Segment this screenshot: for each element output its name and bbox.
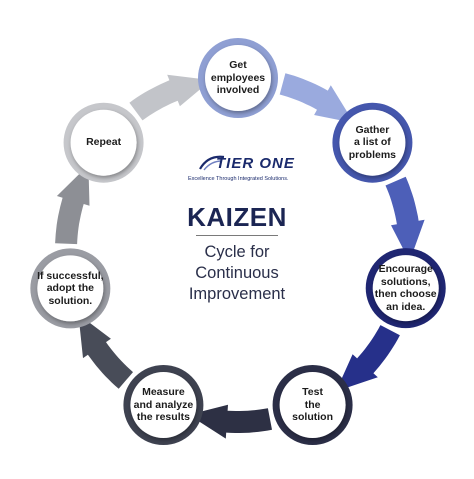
logo-wordmark: TIER ONE [216,155,295,172]
title-divider [196,235,278,236]
step-label: Gather a list of problems [348,123,397,161]
step-disc [205,45,271,111]
step-node [332,102,413,183]
step-node [365,248,446,329]
cycle-arrow [55,165,90,245]
step-label: Test the solution [292,386,333,424]
diagram-title: KAIZEN [187,202,287,232]
step-disc [37,255,104,322]
cycle-arrow [129,74,212,121]
step-disc [130,371,197,438]
cycle-arrow [188,404,272,439]
tier-one-logo: TIER ONE Excellence Through Integrated S… [150,150,330,190]
logo-tagline: Excellence Through Integrated Solutions. [188,176,289,182]
tier-one-logo-mark-icon [199,155,225,171]
step-disc [339,109,406,176]
cycle-arrow [385,176,425,262]
step-label: Measure and analyze the results [133,386,194,424]
step-disc [70,109,137,176]
step-node [272,364,353,445]
step-label: Get employees involved [210,59,266,97]
cycle-arrow [279,73,354,123]
step-node [63,102,144,183]
step-disc [372,255,439,322]
step-disc [279,371,346,438]
step-node [198,38,278,118]
cycle-arrow [335,325,400,392]
diagram-subtitle: Cycle for Continuous Improvement [188,243,286,303]
cycle-arrow [78,314,133,389]
step-label: Encourage solutions, then choose an idea… [374,263,437,313]
step-label: If successful, adopt the solution. [37,269,104,307]
step-node [123,364,204,445]
step-node [30,248,111,329]
step-label: Repeat [86,136,122,149]
